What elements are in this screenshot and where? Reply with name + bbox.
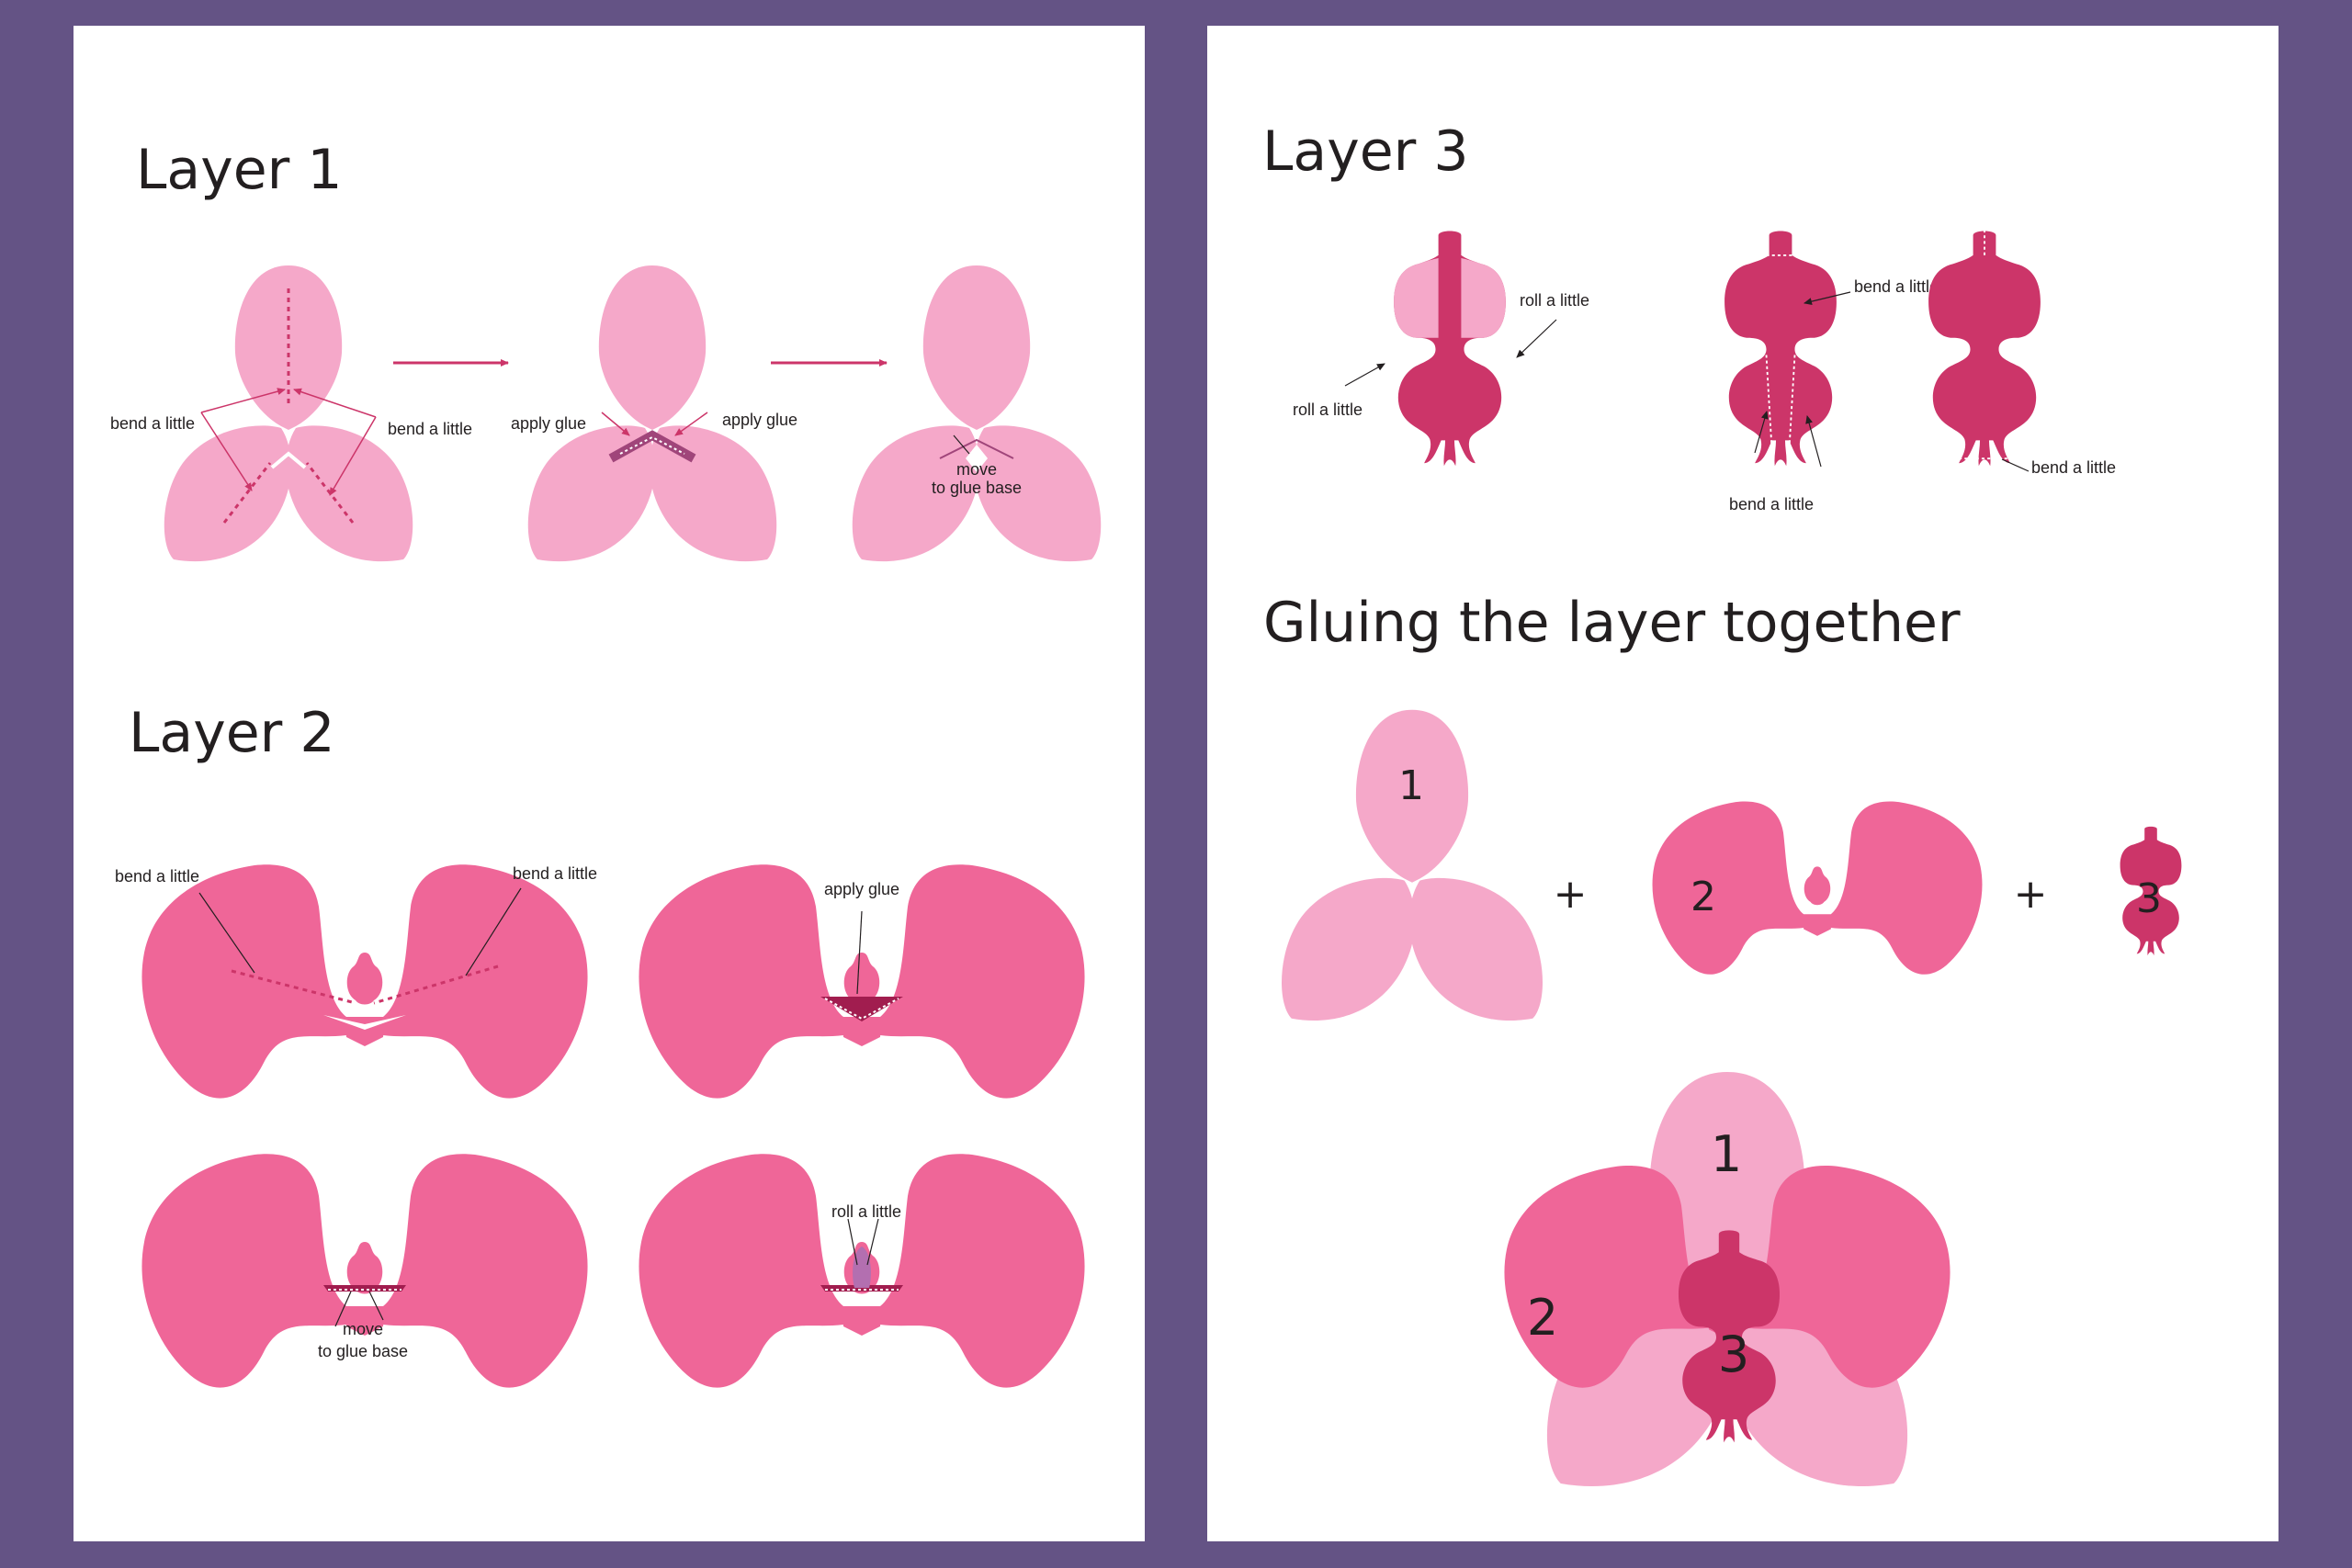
layer3-step2-pointer-1 xyxy=(1754,411,1769,454)
layer3-diagram: roll a little roll a little bend a littl… xyxy=(1293,223,2116,513)
layer3-step1-pointer-top xyxy=(1516,319,1557,358)
layer2-title: Layer 2 xyxy=(129,701,335,765)
gluing-title: Gluing the layer together xyxy=(1263,591,1961,655)
final-orchid-number-3: 3 xyxy=(1718,1325,1749,1383)
layer3-step3-label: bend a little xyxy=(2031,458,2116,477)
layer3-step1-label-bottom: roll a little xyxy=(1293,400,1363,419)
layer3-step1-pointer-bottom xyxy=(1344,363,1385,387)
layer2-step1-label-right: bend a little xyxy=(513,864,597,883)
left-instruction-panel: Layer 1 bend a little bend a little appl… xyxy=(74,26,1145,1541)
layer3-step2-column xyxy=(1724,231,1837,467)
layer2-step2-flower xyxy=(639,864,1085,1099)
layer2-step2-label: apply glue xyxy=(824,880,899,898)
final-orchid-number-1: 1 xyxy=(1711,1125,1742,1183)
layer2-step3-flower xyxy=(141,1154,588,1388)
layer1-title: Layer 1 xyxy=(136,138,343,202)
layer3-step3-pointer xyxy=(2001,458,2030,472)
layer3-step1-label-top: roll a little xyxy=(1520,291,1589,310)
layer1-step2-flower xyxy=(527,265,777,562)
layer1-step1-label-right: bend a little xyxy=(388,420,472,438)
layer2-step4-label: roll a little xyxy=(831,1202,901,1221)
gluing-part3-number: 3 xyxy=(2136,875,2162,922)
gluing-diagram: 1 + 2 + 3 1 2 3 xyxy=(1282,709,2182,1487)
layer1-step3-label-line2: to glue base xyxy=(932,479,1022,497)
layer2-step3-label-line1: move xyxy=(343,1320,383,1338)
layer1-step3-flower xyxy=(852,265,1102,562)
layer2-diagram: bend a little bend a little apply glue m… xyxy=(115,864,1085,1388)
gluing-plus-1: + xyxy=(1554,871,1588,918)
gluing-part1 xyxy=(1282,709,1543,1021)
right-instruction-panel: Layer 3 roll a little roll a little bend… xyxy=(1207,26,2278,1541)
gluing-part1-number: 1 xyxy=(1398,762,1424,809)
layer3-title: Layer 3 xyxy=(1262,119,1469,184)
layer1-step2-label-right: apply glue xyxy=(722,411,797,429)
layer2-step1-flower xyxy=(141,864,588,1099)
layer3-step2-label-bottom: bend a little xyxy=(1729,495,1814,513)
layer1-diagram: bend a little bend a little apply glue a… xyxy=(110,265,1102,562)
layer1-step1-flower xyxy=(164,265,413,562)
layer1-step3-label-line1: move xyxy=(956,460,997,479)
gluing-plus-2: + xyxy=(2014,871,2048,918)
layer2-step4-flower xyxy=(639,1154,1085,1388)
layer3-step2-label-top: bend a little xyxy=(1854,277,1939,296)
layer3-step2-pointer-2 xyxy=(1805,415,1822,468)
layer3-step1-column xyxy=(1394,231,1506,467)
layer3-step2-pointer-3 xyxy=(1804,291,1851,306)
layer1-step2-label-left: apply glue xyxy=(511,414,586,433)
layer2-step1-label-left: bend a little xyxy=(115,867,199,886)
layer1-step1-label-left: bend a little xyxy=(110,414,195,433)
layer2-step3-label-line2: to glue base xyxy=(318,1342,408,1360)
gluing-part2-number: 2 xyxy=(1690,874,1716,920)
final-orchid-number-2: 2 xyxy=(1527,1289,1558,1347)
